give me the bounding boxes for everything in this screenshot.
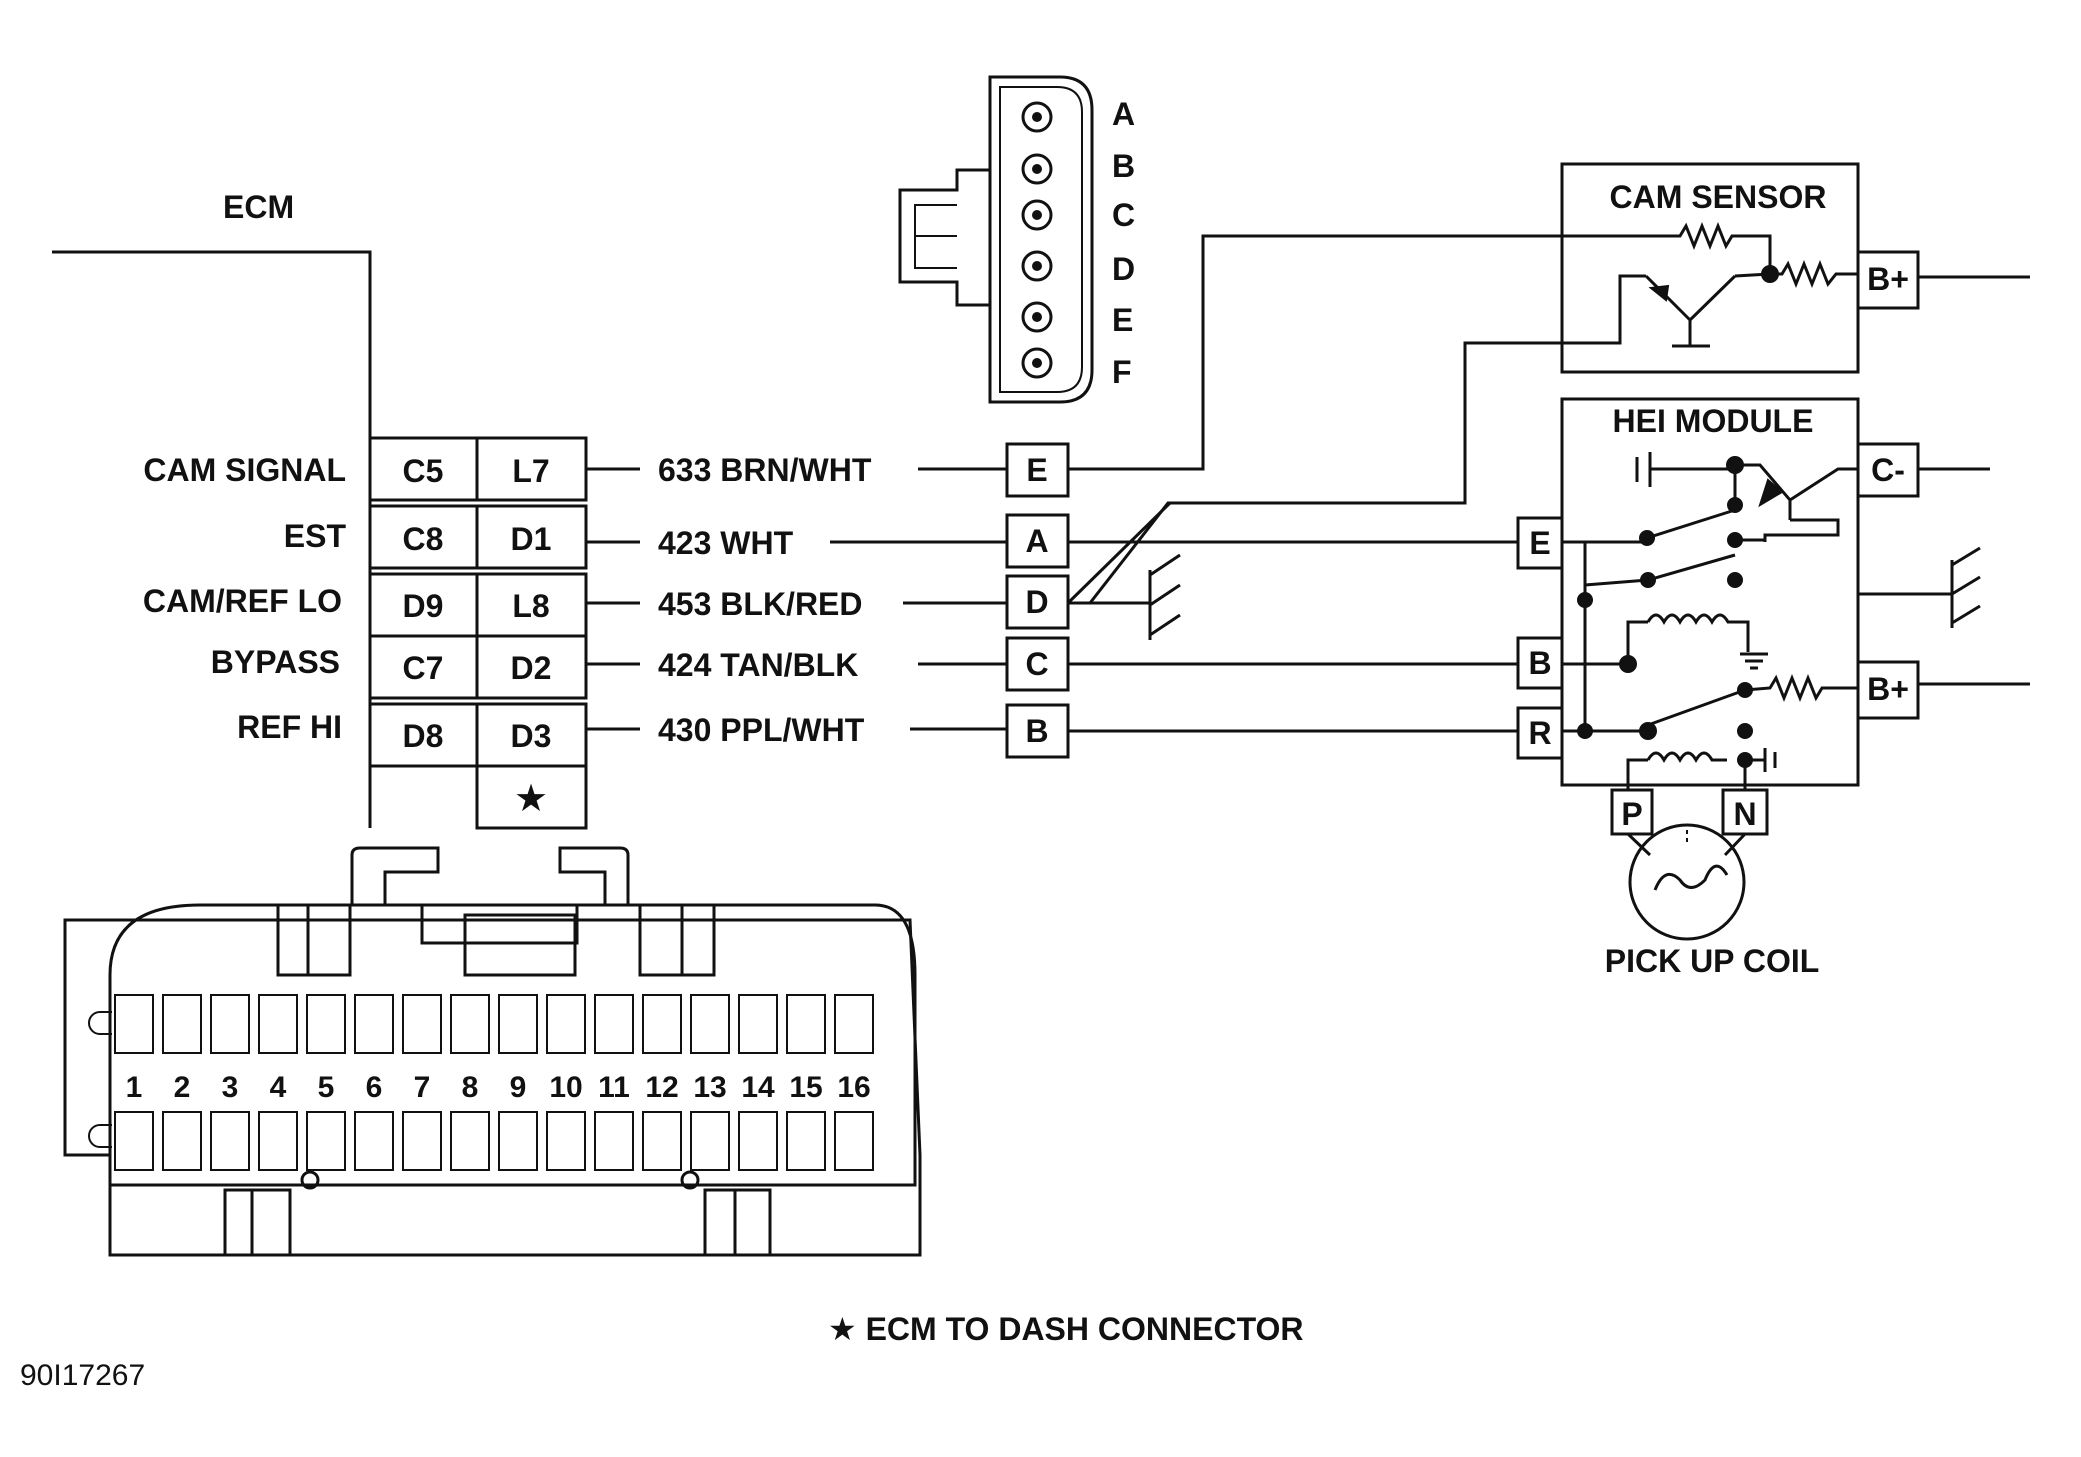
ground-symbol-hei	[1950, 546, 1981, 628]
hei-module-title: HEI MODULE	[1613, 403, 1814, 439]
hei-terminal-r-label: R	[1528, 715, 1551, 751]
cam-sensor-bplus-terminal	[1856, 250, 1920, 310]
ecm-pin-d3	[475, 702, 588, 768]
connector-bottom-row	[114, 1111, 874, 1171]
wire-label-633: 633 BRN/WHT	[658, 452, 872, 488]
hei-bplus-terminal	[1856, 660, 1920, 720]
terminal-d-label: D	[1025, 584, 1048, 620]
pickup-coil-label: PICK UP COIL	[1605, 943, 1820, 979]
ecm-pin-d2-label: D2	[511, 650, 552, 686]
connector-cavities	[1021, 101, 1053, 379]
pin-number: 6	[366, 1071, 383, 1104]
signal-label-ref-hi: REF HI	[237, 709, 342, 745]
ecm-pin-d3-label: D3	[511, 718, 552, 754]
ecm-pin-d9-label: D9	[403, 588, 444, 624]
cam-sensor: CAM SENSOR B+	[1560, 162, 2030, 374]
pin-number: 14	[741, 1071, 775, 1104]
wire-label-453: 453 BLK/RED	[658, 586, 863, 622]
hei-terminal-e	[1516, 516, 1564, 570]
cavity-label-d: D	[1112, 251, 1135, 287]
pin-number: 15	[789, 1071, 822, 1104]
hei-terminal-e-label: E	[1529, 525, 1550, 561]
pin-number: 7	[414, 1071, 431, 1104]
ecm-pin-l8	[475, 572, 588, 638]
figure-id: 90I17267	[20, 1359, 145, 1392]
ecm-pin-l7	[475, 436, 588, 502]
ecm-pin-c8-label: C8	[403, 521, 444, 557]
pin-number: 5	[318, 1071, 335, 1104]
pin-number: 3	[222, 1071, 239, 1104]
pin-number: 1	[126, 1071, 143, 1104]
footnote: ★ ECM TO DASH CONNECTOR	[828, 1311, 1304, 1347]
ecm-pin-c7-label: C7	[403, 650, 444, 686]
ecm-pin-l7-label: L7	[512, 453, 549, 489]
dash-connector-pin	[475, 764, 588, 830]
hei-terminal-b	[1516, 636, 1564, 690]
ecm-connector-drawing: 1 2 3 4 5 6 7 8 9 10 11 12 13 14 15 16	[63, 846, 922, 1257]
wire-label-423: 423 WHT	[658, 525, 794, 561]
ecm-pin-c8	[368, 504, 479, 570]
terminal-b-label: B	[1025, 713, 1048, 749]
pin-number: 11	[598, 1071, 630, 1104]
ecm-pin-d9	[368, 572, 479, 638]
signal-label-bypass: BYPASS	[211, 644, 340, 680]
cavity-label-b: B	[1112, 148, 1135, 184]
hei-module: HEI MODULE C- B+ E B R	[1516, 397, 2030, 790]
terminal-e-label: E	[1026, 452, 1047, 488]
terminal-a-label: A	[1025, 523, 1048, 559]
hei-bplus-label: B+	[1867, 671, 1909, 707]
ecm-pin-d8	[368, 702, 479, 768]
pin-number: 4	[270, 1071, 287, 1104]
pickup-terminal-n	[1721, 788, 1769, 836]
hei-terminal-r	[1516, 706, 1564, 760]
ecm-pin-l8-label: L8	[512, 588, 549, 624]
star-icon: ★	[514, 778, 548, 820]
pin-number: 10	[549, 1071, 582, 1104]
pin-number: 2	[174, 1071, 191, 1104]
terminal-b	[1005, 703, 1070, 759]
pin-number: 8	[462, 1071, 479, 1104]
distributor-connector: A B C D E F	[898, 75, 1135, 404]
ecm-pin-d1-label: D1	[511, 521, 552, 557]
ecm-pin-d8-label: D8	[403, 718, 444, 754]
pickup-coil-circle	[1628, 823, 1746, 941]
cavity-label-e: E	[1112, 302, 1133, 338]
connector-pin-numbers: 1 2 3 4 5 6 7 8 9 10 11 12 13 14 15 16	[126, 1071, 871, 1104]
terminal-e	[1005, 442, 1070, 498]
signal-label-est: EST	[284, 518, 347, 554]
pin-number: 9	[510, 1071, 527, 1104]
hei-terminal-b-label: B	[1528, 645, 1551, 681]
wire-label-430: 430 PPL/WHT	[658, 712, 865, 748]
pickup-terminal-n-label: N	[1733, 796, 1756, 832]
ecm-pin-c5-label: C5	[403, 453, 444, 489]
signal-label-cam-ref-lo: CAM/REF LO	[143, 583, 342, 619]
chassis-ground-icon	[1740, 652, 1768, 670]
hei-c-minus-label: C-	[1871, 452, 1905, 488]
ecm-title: ECM	[223, 189, 294, 225]
pickup-terminal-p	[1610, 788, 1654, 836]
cam-sensor-title: CAM SENSOR	[1610, 179, 1827, 215]
wire-label-424: 424 TAN/BLK	[658, 647, 858, 683]
ecm-pin-d1	[475, 504, 588, 570]
cavity-label-a: A	[1112, 96, 1135, 132]
pin-number: 12	[645, 1071, 678, 1104]
ecm-signal-rows: CAM SIGNAL C5 L7 633 BRN/WHT E EST C8 D1…	[143, 436, 1070, 830]
signal-label-cam-signal: CAM SIGNAL	[143, 452, 346, 488]
wiring	[1066, 234, 1672, 733]
cam-sensor-bplus-label: B+	[1867, 261, 1909, 297]
ground-symbol-d	[1148, 553, 1181, 640]
ecm-pin-d2	[475, 634, 588, 700]
pickup-terminal-p-label: P	[1621, 796, 1642, 832]
cavity-label-f: F	[1112, 354, 1132, 390]
cavity-label-c: C	[1112, 197, 1135, 233]
connector-top-row	[114, 994, 874, 1054]
pickup-coil: P N PICK UP COIL	[1605, 788, 1820, 979]
terminal-c-label: C	[1025, 646, 1048, 682]
pin-number: 16	[837, 1071, 870, 1104]
pin-number: 13	[693, 1071, 726, 1104]
